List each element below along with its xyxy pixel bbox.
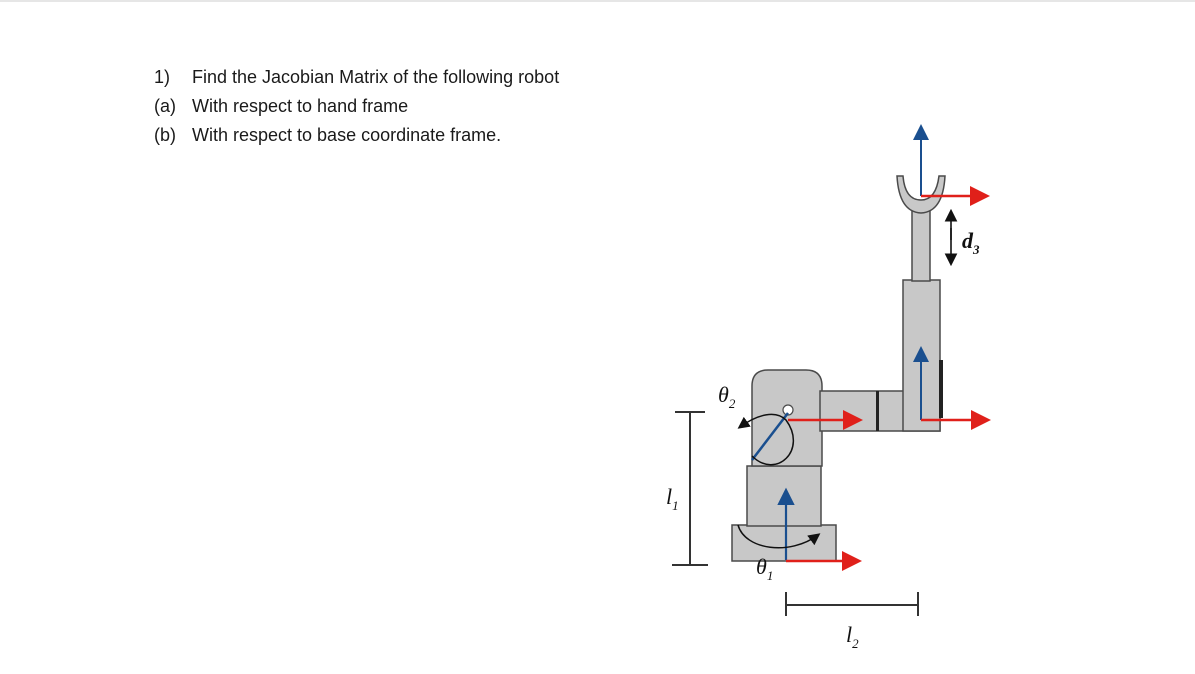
l1-label: l1 xyxy=(666,484,679,513)
l2-label: l2 xyxy=(846,622,859,651)
theta1-label: θ1 xyxy=(756,554,773,583)
base-plate xyxy=(731,524,837,562)
wrist-mark xyxy=(939,360,943,418)
theta2-rotation-arrow xyxy=(737,413,794,466)
question-1b: (b) With respect to base coordinate frame… xyxy=(154,121,559,150)
question-text: With respect to hand frame xyxy=(192,96,409,116)
question-text: Find the Jacobian Matrix of the followin… xyxy=(192,67,560,87)
lower-column xyxy=(746,465,822,527)
question-number: 1) xyxy=(154,67,171,87)
question-1a: (a) With respect to hand frame xyxy=(154,92,559,121)
d3-label: d3 xyxy=(962,228,980,257)
question-list: 1) Find the Jacobian Matrix of the follow… xyxy=(154,63,559,150)
question-1: 1) Find the Jacobian Matrix of the follow… xyxy=(154,63,559,92)
question-text: With respect to base coordinate frame. xyxy=(192,125,502,145)
gripper xyxy=(896,175,946,214)
theta2-label: θ2 xyxy=(718,382,736,411)
theta1-rotation-arrow xyxy=(737,524,821,549)
shoulder-z-axis xyxy=(751,412,789,461)
l2-dimension xyxy=(785,592,919,616)
robot-diagram: l1 l2 d3 θ2 θ1 xyxy=(666,124,991,651)
elbow-mark xyxy=(876,391,879,431)
top-border xyxy=(0,0,1195,2)
prismatic-shaft xyxy=(911,209,931,282)
question-number: (a) xyxy=(154,96,176,116)
l1-dimension xyxy=(672,411,708,566)
question-number: (b) xyxy=(154,125,176,145)
shoulder-joint xyxy=(751,369,823,467)
